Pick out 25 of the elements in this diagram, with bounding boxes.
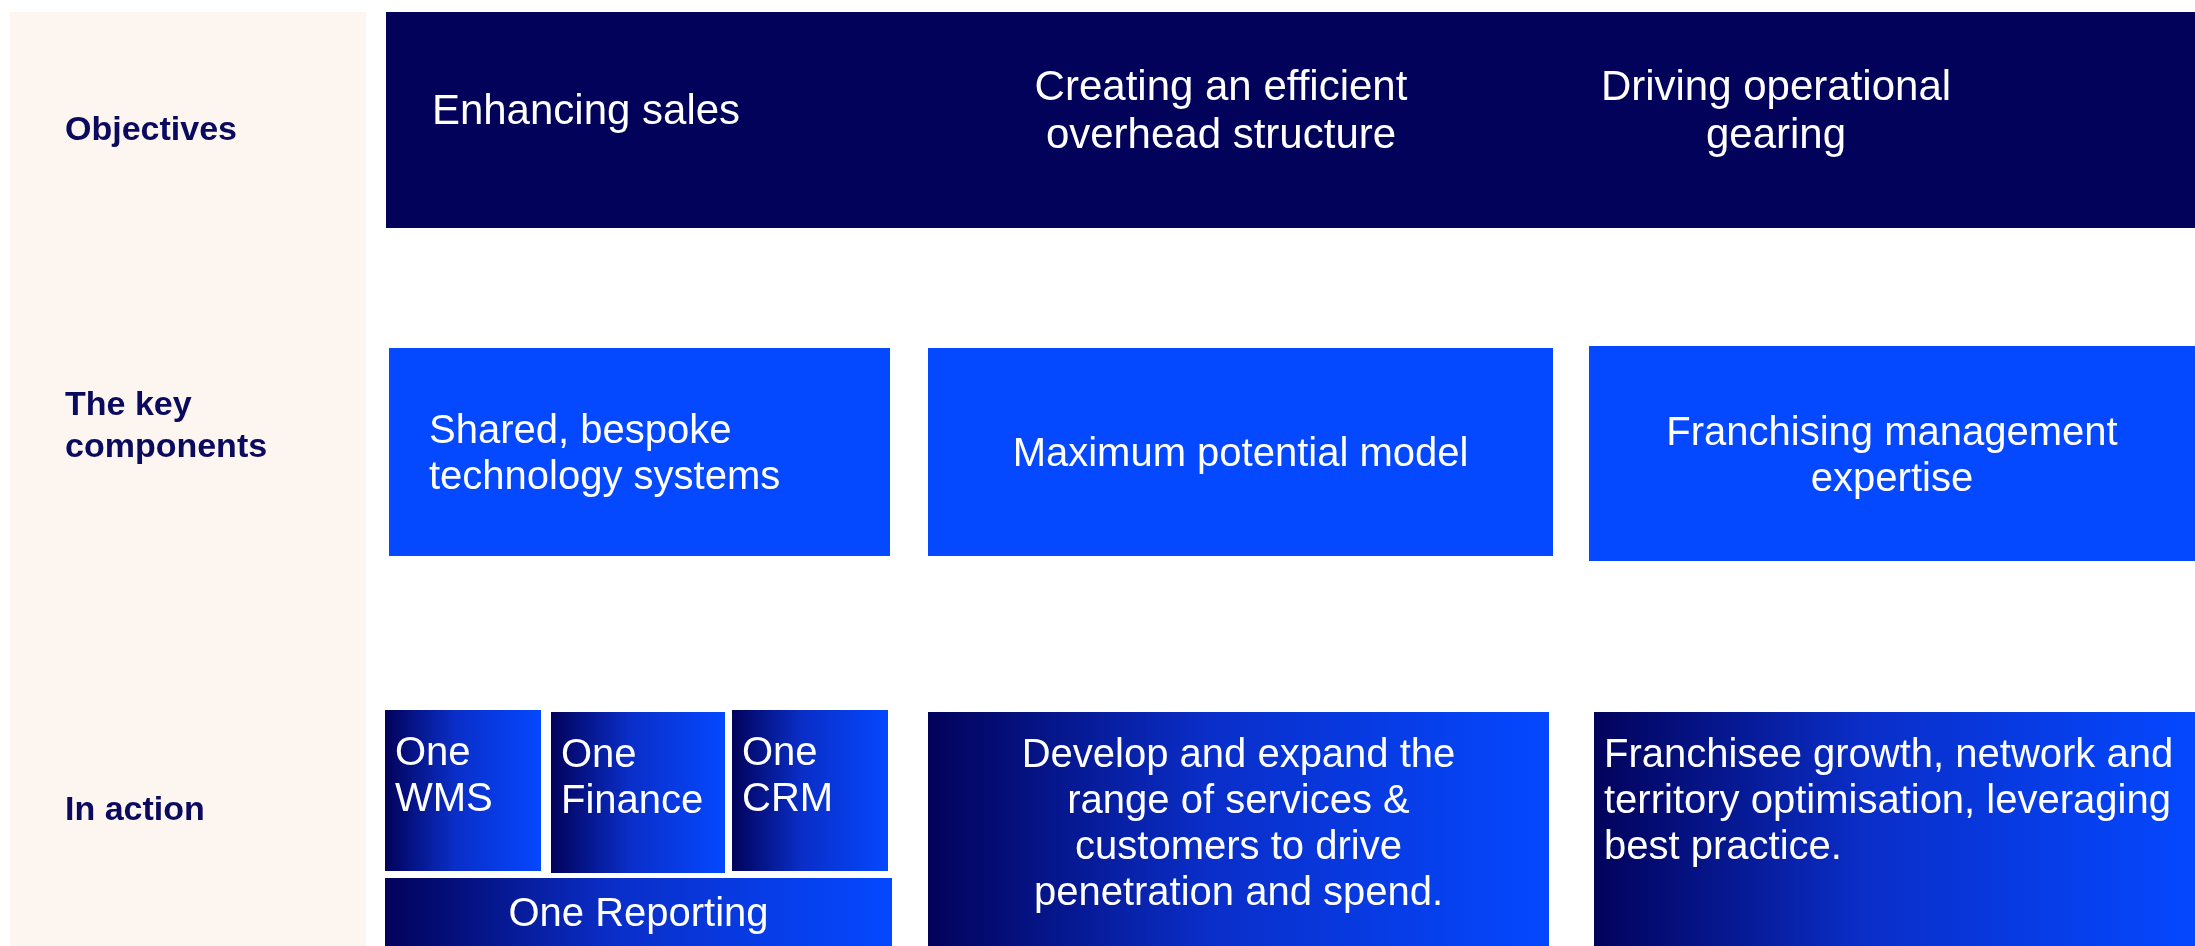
- component-text: Franchising management expertise: [1665, 407, 2119, 500]
- component-text: Maximum potential model: [1011, 429, 1470, 475]
- action-box: [385, 878, 892, 946]
- action-text: Develop and expand the range of services & customers to drive penetration and spend.: [1020, 730, 1457, 914]
- component-box: [389, 348, 890, 556]
- objective-text: Creating an efficient overhead structure: [1033, 61, 1409, 159]
- action-box: [928, 712, 1549, 946]
- objective-text: Enhancing sales: [430, 85, 742, 135]
- action-box: [732, 710, 888, 871]
- component-box: [928, 348, 1553, 556]
- action-text: Franchisee growth, network and territory optimisation, leveraging best practice.: [1604, 730, 2175, 868]
- action-box: [1594, 712, 2195, 946]
- action-text: One CRM: [742, 728, 835, 820]
- action-box: [385, 710, 541, 871]
- component-box: [1589, 346, 2195, 561]
- action-text: One Finance: [561, 730, 705, 822]
- action-text: One WMS: [395, 728, 494, 820]
- row-header: The key components: [65, 383, 269, 466]
- row-header: In action: [65, 788, 206, 829]
- objectives-band: [386, 12, 2195, 228]
- objective-text: Driving operational gearing: [1599, 61, 1953, 159]
- component-text: Shared, bespoke technology systems: [428, 406, 782, 498]
- action-box: [551, 712, 725, 873]
- row-header: Objectives: [65, 108, 238, 149]
- action-text: One Reporting: [507, 889, 770, 935]
